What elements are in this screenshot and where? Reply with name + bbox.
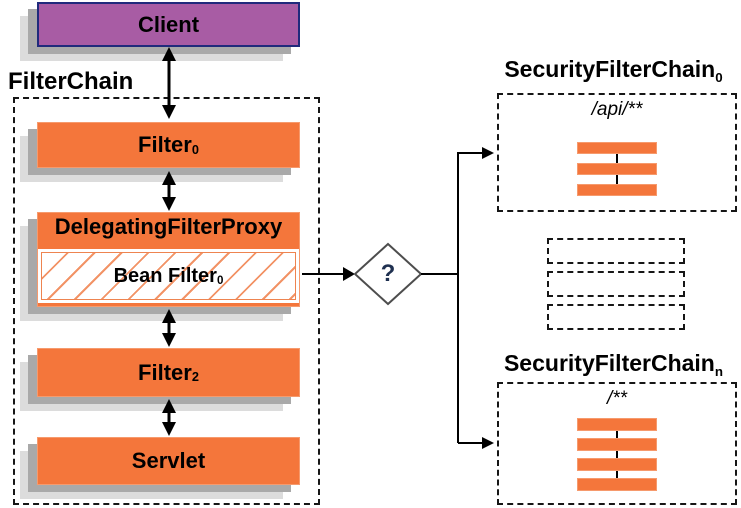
securityfilterchain0-box: /api/** xyxy=(497,93,737,212)
security-filter-bar xyxy=(577,438,657,451)
security-filter-bar xyxy=(577,184,657,196)
security-filter-bar xyxy=(577,458,657,471)
security-filter-bar xyxy=(577,163,657,175)
client-box: Client xyxy=(37,2,300,47)
securityfilterchain0-filter-stack xyxy=(577,142,657,196)
securityfilterchain0-title: SecurityFilterChain0 xyxy=(490,56,737,85)
placeholder-chain-box xyxy=(547,238,685,264)
servlet-box: Servlet xyxy=(37,437,300,485)
securityfilterchain0-pattern: /api/** xyxy=(591,99,643,120)
security-filter-bar xyxy=(577,478,657,491)
filterchain-dashed-container xyxy=(13,97,320,505)
flow-branch-lines xyxy=(421,147,494,449)
securityfilterchainN-filter-stack xyxy=(577,418,657,491)
filterchain-label: FilterChain xyxy=(8,68,134,95)
securityfilterchain0-title-subscript: 0 xyxy=(715,69,723,85)
securityfilterchainN-title-subscript: n xyxy=(714,363,724,379)
filter2-label: Filter xyxy=(138,359,192,385)
arrowhead-to-chainN xyxy=(482,437,494,449)
bean-filter-subscript: 0 xyxy=(216,273,224,287)
securityfilterchainN-pattern: /** xyxy=(606,388,628,409)
servlet-label: Servlet xyxy=(131,448,206,473)
securityfilterchain0-title-text: SecurityFilterChain xyxy=(504,56,716,82)
securityfilterchainN-title: SecurityFilterChainn xyxy=(490,350,737,379)
security-filter-bar xyxy=(577,418,657,431)
placeholder-chain-box xyxy=(547,304,685,330)
filter0-subscript: 0 xyxy=(191,141,199,157)
placeholder-chain-box xyxy=(547,271,685,297)
bean-filter-label: Bean Filter xyxy=(113,264,217,287)
filter2-subscript: 2 xyxy=(191,369,199,385)
securityfilterchain-placeholders xyxy=(547,238,685,330)
delegating-filter-proxy-label: DelegatingFilterProxy xyxy=(54,214,283,239)
client-label: Client xyxy=(137,11,200,37)
decision-question-label: ? xyxy=(380,260,396,287)
filter0-label: Filter xyxy=(138,132,192,157)
security-filter-bar xyxy=(577,142,657,154)
filter-connector-line xyxy=(616,423,618,486)
securityfilterchainN-title-text: SecurityFilterChain xyxy=(503,350,715,376)
arrowhead-to-chain0 xyxy=(482,147,494,159)
securityfilterchainN-box: /** xyxy=(497,382,737,505)
